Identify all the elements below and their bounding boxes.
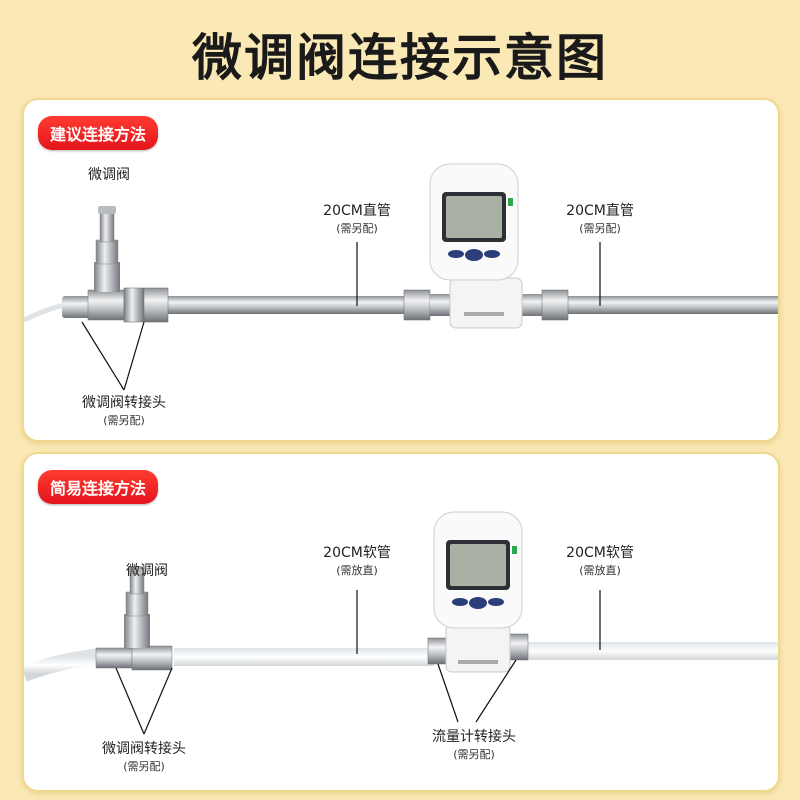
hose-right-note: (需放直) xyxy=(579,564,621,577)
valve-label: 微调阀 xyxy=(88,167,130,183)
needle-valve xyxy=(94,262,120,292)
adapter-label: 微调阀转接头 xyxy=(82,395,166,411)
right-hose xyxy=(524,642,778,660)
hose-right-label: 20CM软管 xyxy=(566,545,634,561)
adapter-pointer-left xyxy=(115,667,145,735)
adapter-pointer-right xyxy=(143,667,173,735)
pipe-left-note: (需另配) xyxy=(336,222,378,235)
hose-left-note: (需放直) xyxy=(336,564,378,577)
pipe-right-label: 20CM直管 xyxy=(566,203,634,219)
recommended-method-panel: 建议连接方法 微调阀 20CM直管 (需另配) 20CM直管 (需另配) 微调阀… xyxy=(22,98,780,442)
valve-label: 微调阀 xyxy=(126,563,168,579)
adapter-note: (需另配) xyxy=(123,760,165,773)
adapter-pointer-left xyxy=(81,321,125,391)
hose-left-label: 20CM软管 xyxy=(323,545,391,561)
meter-adapter-note: (需另配) xyxy=(453,748,495,761)
recommended-diagram xyxy=(24,163,778,391)
meter-adapter-label: 流量计转接头 xyxy=(432,729,516,745)
recommended-method-badge: 建议连接方法 xyxy=(38,116,159,150)
left-hose xyxy=(24,648,105,682)
page-title: 微调阀连接示意图 xyxy=(192,29,608,87)
left-hose xyxy=(24,302,65,323)
flow-meter xyxy=(433,511,523,673)
middle-hose xyxy=(174,648,434,666)
meter-adapter-pointer-left xyxy=(437,663,459,723)
simple-method-badge: 简易连接方法 xyxy=(38,470,159,504)
adapter-note: (需另配) xyxy=(103,414,145,427)
simple-method-panel: 简易连接方法 微调阀 20CM软管 (需放直) 20CM软管 (需放直) 微调阀… xyxy=(22,452,780,792)
pipe-right-note: (需另配) xyxy=(579,222,621,235)
flow-meter xyxy=(429,163,523,329)
needle-valve xyxy=(124,614,150,648)
adapter-pointer-right xyxy=(123,321,145,391)
adapter-label: 微调阀转接头 xyxy=(102,741,186,757)
tee-fitting xyxy=(95,647,133,669)
meter-adapter-pointer-right xyxy=(475,659,517,723)
simple-diagram xyxy=(24,511,778,735)
pipe-left-label: 20CM直管 xyxy=(323,203,391,219)
